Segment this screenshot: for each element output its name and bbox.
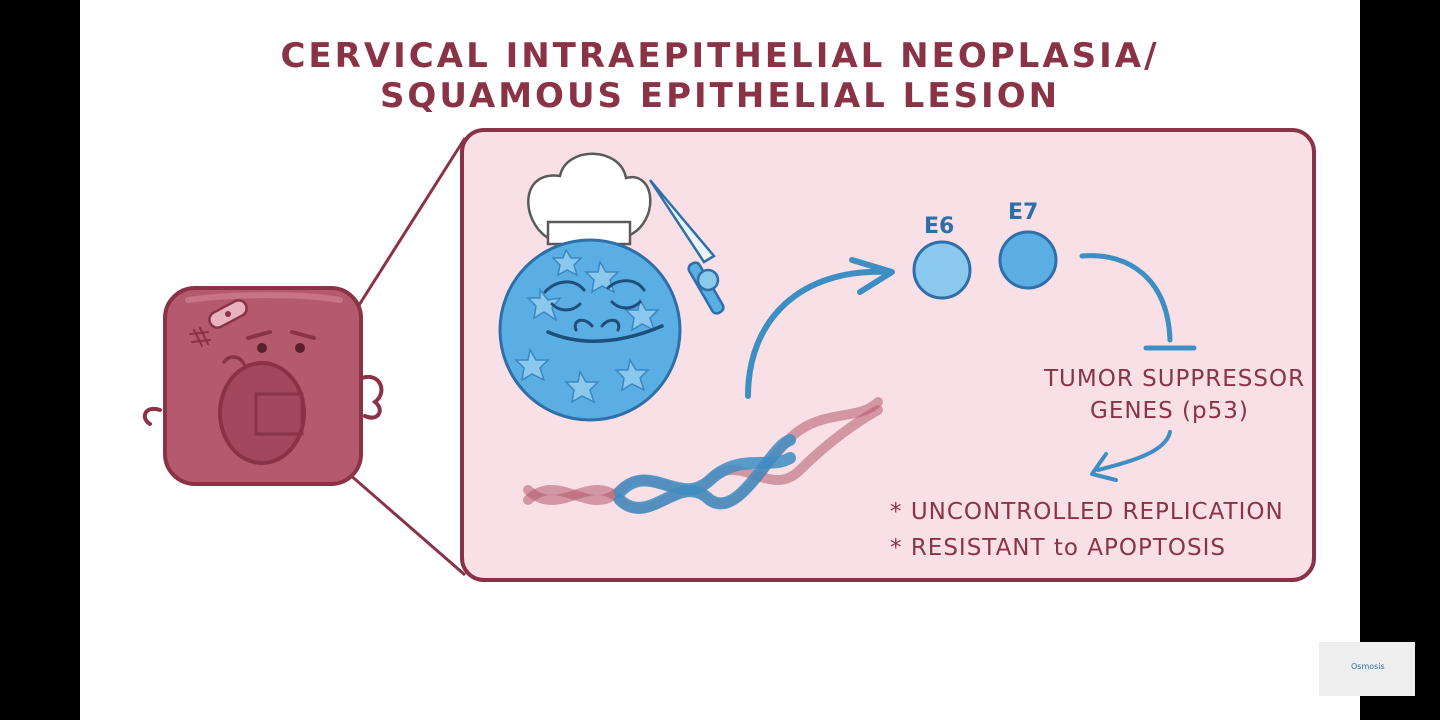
- e7-label: E7: [1008, 200, 1039, 225]
- effect-text-1: UNCONTROLLED REPLICATION: [910, 499, 1284, 525]
- title-line-2: SQUAMOUS EPITHELIAL LESION: [379, 76, 1061, 116]
- expression-arrow: [745, 268, 891, 399]
- title-line-1: CERVICAL INTRAEPITHELIAL NEOPLASIA/: [280, 36, 1160, 76]
- effect-item-1: * UNCONTROLLED REPLICATION: [890, 499, 1284, 525]
- bullet-icon: *: [890, 499, 903, 525]
- effect-arrow: [1096, 430, 1172, 472]
- e6-label: E6: [924, 214, 955, 239]
- knife-icon: [648, 179, 725, 315]
- bullet-icon: *: [890, 535, 903, 561]
- osmosis-logo: Osmosis: [1319, 642, 1415, 696]
- target-label-line-1: TUMOR SUPPRESSOR: [1044, 366, 1306, 392]
- e7-protein: [998, 230, 1058, 290]
- effect-text-2: RESISTANT to APOPTOSIS: [910, 535, 1226, 561]
- effect-item-2: * RESISTANT to APOPTOSIS: [890, 535, 1226, 561]
- e6-protein: [912, 240, 972, 300]
- dna-helix: [523, 397, 883, 514]
- bandage-icon: [208, 299, 248, 329]
- target-label-line-2: GENES (p53): [1090, 398, 1249, 424]
- nucleus: [218, 361, 306, 465]
- inhibition-line: [1079, 253, 1173, 343]
- squamous-cell-character: [142, 286, 384, 486]
- hpv-virus-chef: [498, 152, 725, 422]
- logo-text: Osmosis: [1351, 662, 1385, 671]
- zoom-box: [254, 392, 304, 436]
- chef-hat-icon: [527, 152, 652, 240]
